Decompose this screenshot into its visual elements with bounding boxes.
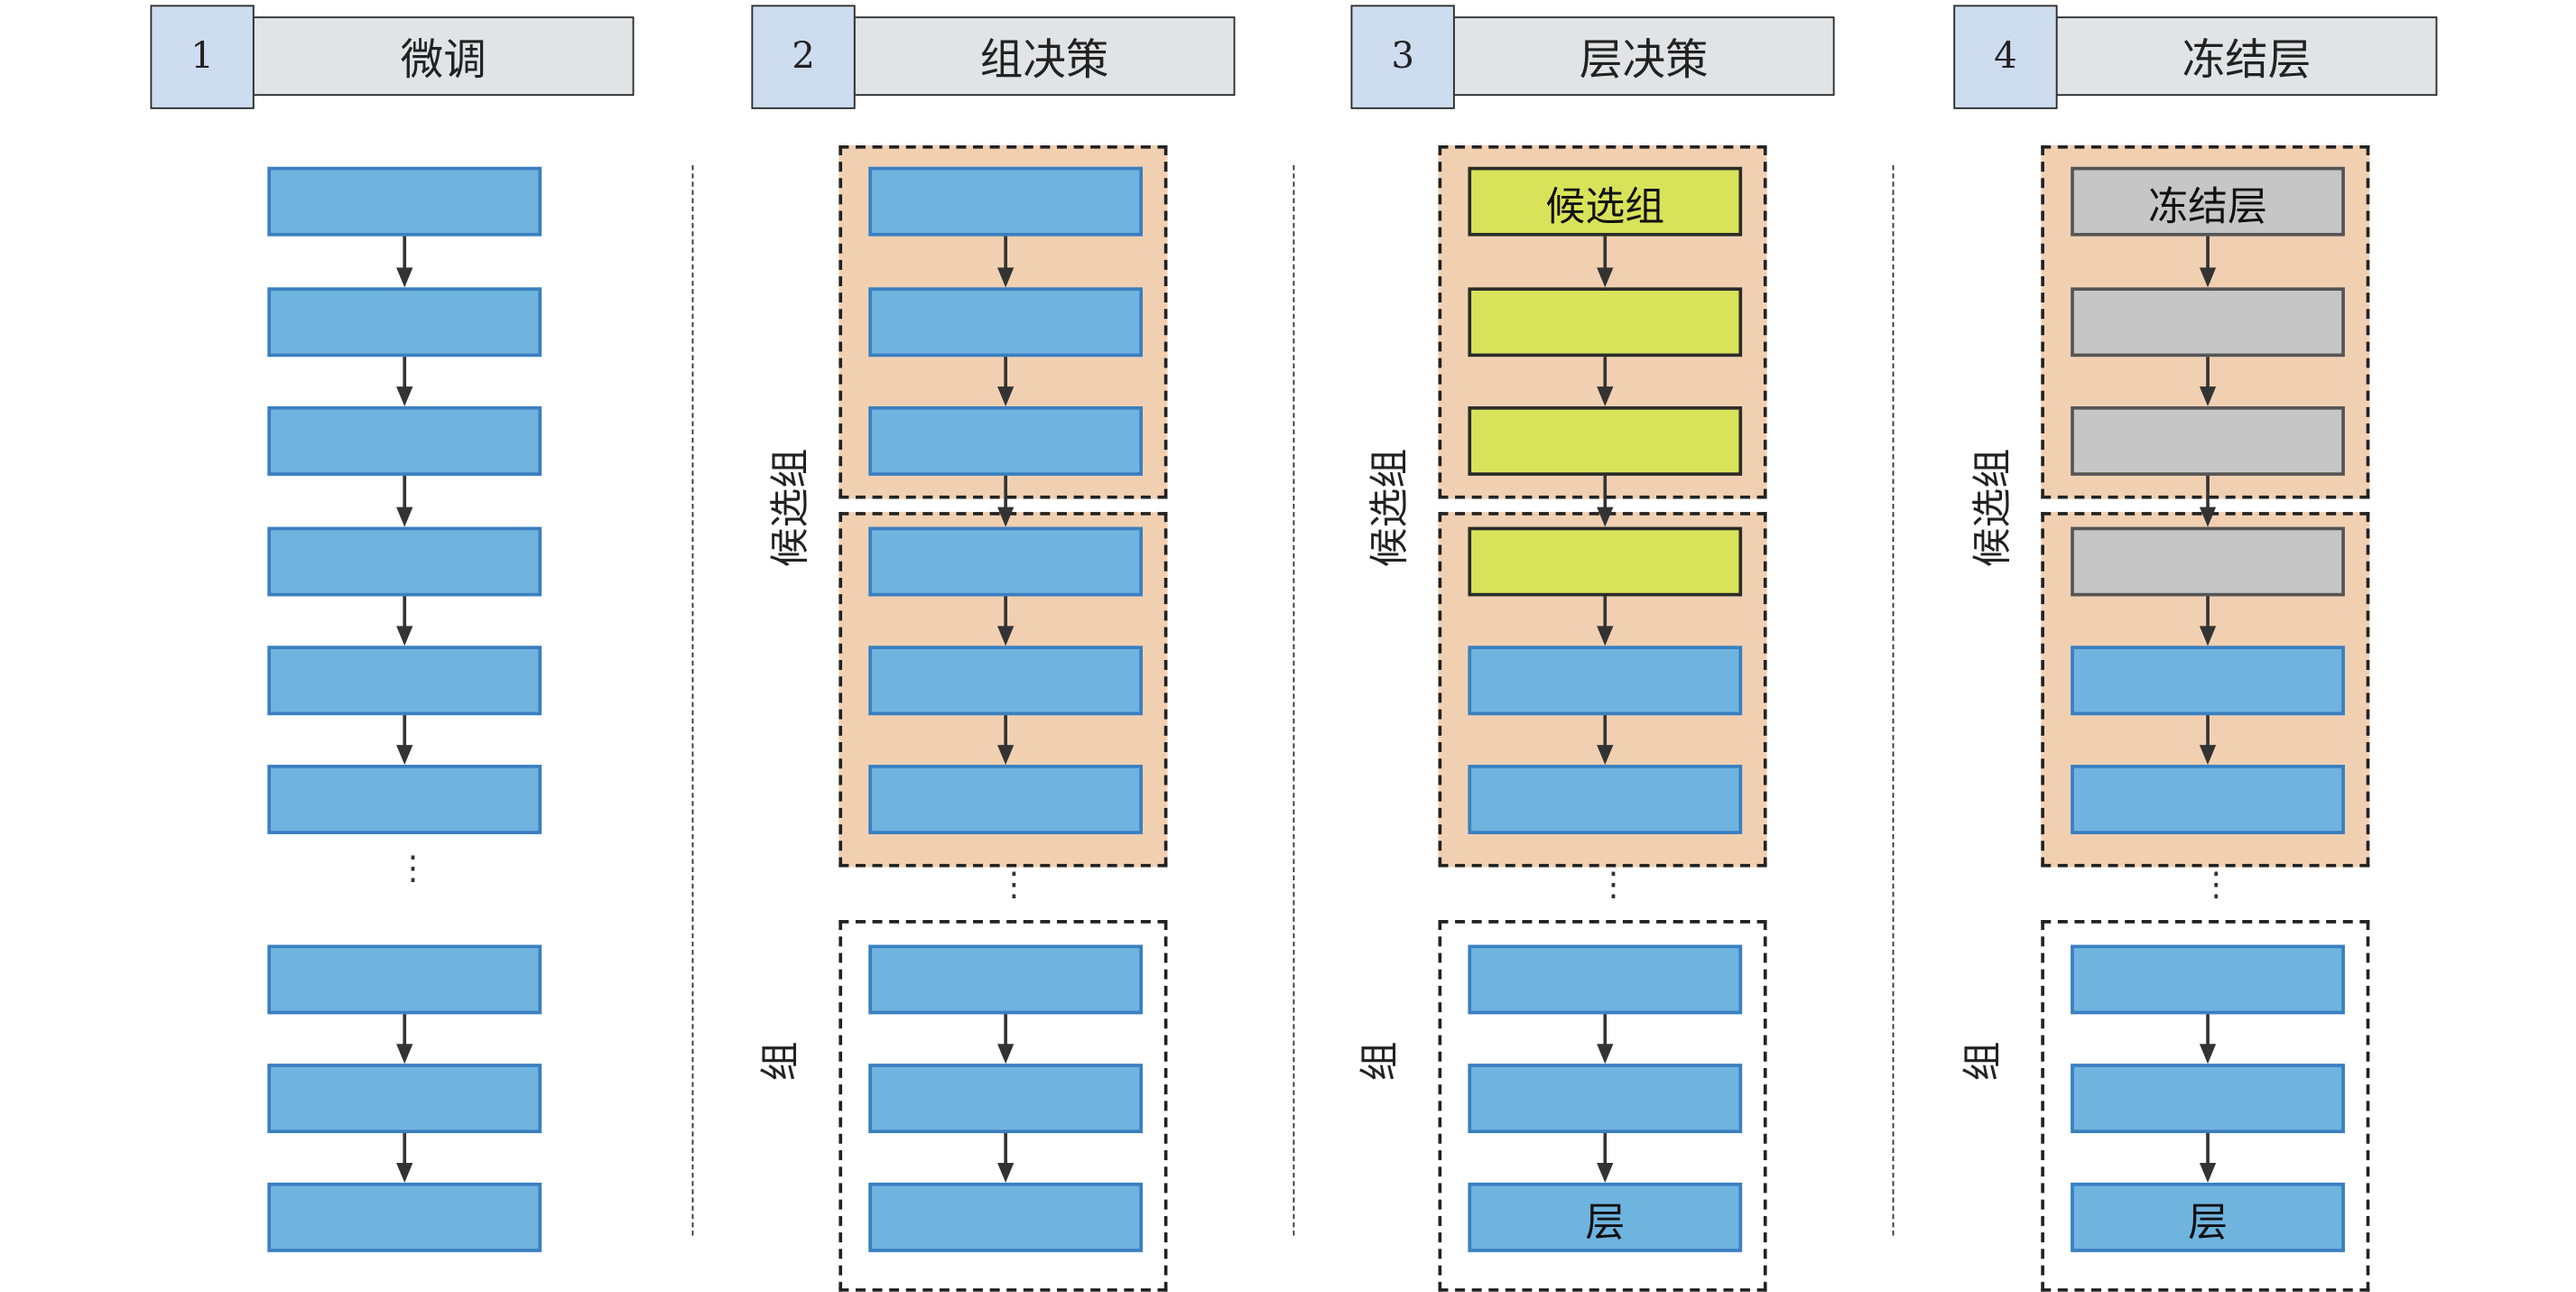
layer-block xyxy=(2071,526,2345,597)
layer-block xyxy=(868,646,1144,716)
layer-block xyxy=(267,526,542,597)
ellipsis-icon: ⋮ xyxy=(1597,863,1630,904)
column-separator xyxy=(1293,164,1295,1236)
step-number-box: 4 xyxy=(1953,5,2058,109)
ellipsis-icon: ⋮ xyxy=(396,847,430,888)
layer-block xyxy=(2071,406,2345,476)
layer-block xyxy=(267,1064,542,1134)
step-title-box: 微调 xyxy=(252,16,635,97)
column-separator xyxy=(1892,164,1895,1236)
layer-block xyxy=(267,944,542,1015)
layer-block xyxy=(2071,1064,2345,1134)
ellipsis-icon: ⋮ xyxy=(997,863,1031,904)
layer-block xyxy=(1468,1064,1743,1134)
layer-block xyxy=(1468,287,1743,358)
layer-block: 冻结层 xyxy=(2071,166,2345,237)
layer-block xyxy=(868,287,1144,358)
layer-block xyxy=(868,166,1144,237)
candidate-group-label: 候选组 xyxy=(1969,448,2015,568)
column-separator xyxy=(691,164,694,1236)
layer-block xyxy=(868,944,1144,1015)
step-title-box: 组决策 xyxy=(853,16,1236,97)
step-number-box: 2 xyxy=(751,5,856,109)
group-label: 组 xyxy=(1959,1041,2006,1082)
layer-block xyxy=(1468,646,1743,716)
layer-block xyxy=(2071,287,2345,358)
step-title-box: 层决策 xyxy=(1452,16,1835,97)
layer-block xyxy=(2071,944,2345,1015)
step-number-box: 3 xyxy=(1350,5,1455,109)
layer-block xyxy=(868,1182,1144,1252)
layer-block xyxy=(267,287,542,358)
ellipsis-icon: ⋮ xyxy=(2199,863,2233,904)
candidate-group-label: 候选组 xyxy=(1366,448,1413,568)
layer-block xyxy=(868,526,1144,597)
layer-block xyxy=(1468,526,1743,597)
candidate-group-label: 候选组 xyxy=(766,448,814,568)
layer-block xyxy=(267,1182,542,1252)
layer-block xyxy=(267,406,542,476)
layer-block xyxy=(267,166,542,237)
layer-block: 层 xyxy=(2071,1182,2345,1252)
layer-block xyxy=(1468,944,1743,1015)
layer-block xyxy=(1468,765,1743,834)
layer-block: 候选组 xyxy=(1468,166,1743,237)
layer-block xyxy=(267,765,542,834)
layer-block xyxy=(2071,765,2345,834)
step-number-box: 1 xyxy=(150,5,255,109)
layer-block xyxy=(267,646,542,716)
layer-block xyxy=(868,765,1144,834)
group-label: 组 xyxy=(756,1041,804,1082)
group-label: 组 xyxy=(1356,1041,1404,1082)
layer-block: 层 xyxy=(1468,1182,1743,1252)
layer-block xyxy=(1468,406,1743,476)
layer-block xyxy=(868,1064,1144,1134)
step-title-box: 冻结层 xyxy=(2055,16,2438,97)
layer-block xyxy=(2071,646,2345,716)
layer-block xyxy=(868,406,1144,476)
